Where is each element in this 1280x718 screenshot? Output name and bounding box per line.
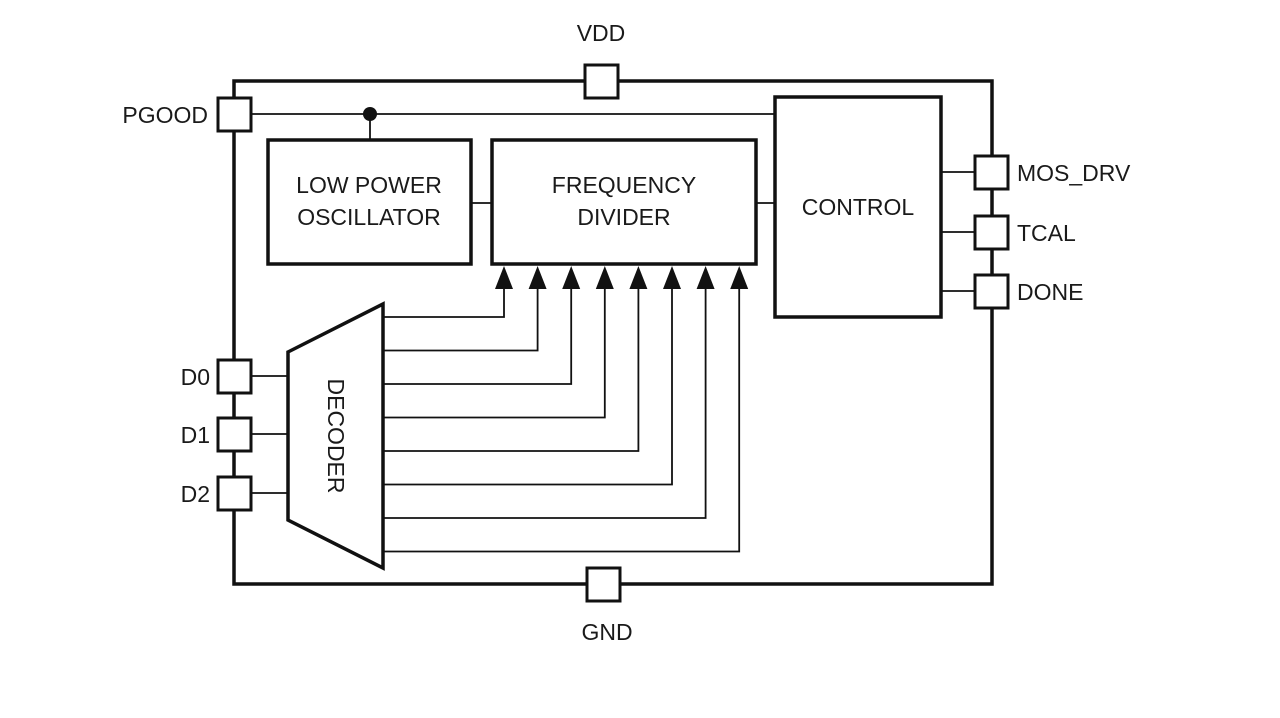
vdd-label: VDD (577, 20, 626, 46)
d0-pin (216, 358, 253, 395)
divider-input-arrow-6 (696, 266, 715, 289)
mos-drv-pin (973, 154, 1010, 191)
control-block (773, 95, 943, 319)
divider-label-line1: FREQUENCY (552, 172, 696, 198)
oscillator-label-line2: OSCILLATOR (297, 204, 441, 230)
done-pin (973, 273, 1010, 310)
oscillator-block (266, 138, 473, 266)
d2-label: D2 (181, 481, 210, 507)
divider-input-arrow-4 (629, 266, 648, 289)
tcal-label: TCAL (1017, 220, 1076, 246)
divider-input-arrow-1 (528, 266, 547, 289)
decoder-output-wire-1 (383, 289, 539, 352)
decoder-label: DECODER (323, 378, 349, 493)
control-label: CONTROL (802, 194, 915, 220)
decoder-output-wires (383, 266, 749, 553)
d1-label: D1 (181, 422, 210, 448)
decoder-output-wire-3 (383, 289, 606, 419)
decoder-output-wire-6 (383, 289, 707, 519)
decoder-output-wire-5 (383, 289, 673, 486)
d1-pin (216, 416, 253, 453)
decoder-output-wire-7 (383, 289, 741, 553)
d2-pin (216, 475, 253, 512)
pgood-pin (216, 96, 253, 133)
divider-input-arrow-2 (562, 266, 581, 289)
divider-label-line2: DIVIDER (577, 204, 670, 230)
divider-input-arrow-5 (663, 266, 681, 289)
d0-label: D0 (181, 364, 210, 390)
tcal-pin (973, 214, 1010, 251)
decoder-output-wire-2 (383, 289, 573, 385)
gnd-label: GND (581, 619, 632, 645)
done-label: DONE (1017, 279, 1083, 305)
oscillator-label-line1: LOW POWER (296, 172, 442, 198)
gnd-pin (585, 566, 622, 603)
decoder-output-wire-4 (383, 289, 640, 452)
pgood-label: PGOOD (122, 102, 208, 128)
divider-input-arrow-3 (595, 266, 614, 289)
mos-drv-label: MOS_DRV (1017, 160, 1131, 186)
decoder-output-wire-0 (383, 289, 505, 318)
divider-input-arrow-7 (730, 266, 749, 289)
decoder-block (286, 301, 385, 571)
divider-input-arrow-0 (495, 266, 513, 289)
vdd-pin (583, 63, 620, 100)
divider-block (490, 138, 758, 266)
